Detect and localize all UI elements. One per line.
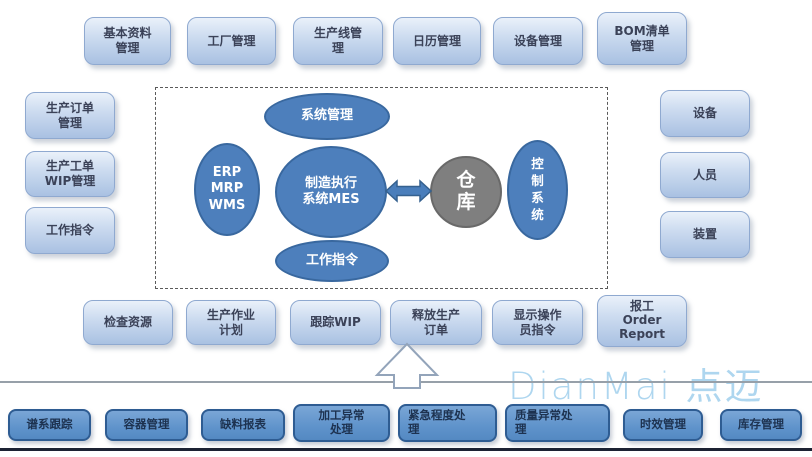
- mes-core-boundary: [155, 87, 608, 289]
- bar-shortage-report: 缺料报表: [201, 409, 285, 441]
- ellipse-work-instruction: 工作指令: [275, 240, 389, 282]
- node-report-order: 报工 Order Report: [597, 295, 687, 347]
- node-track-wip: 跟踪WIP: [290, 300, 381, 345]
- node-work-instruction-left: 工作指令: [25, 207, 115, 254]
- node-release-production-order: 释放生产 订单: [390, 300, 482, 345]
- watermark: DianMai 点迈: [508, 365, 764, 408]
- node-production-order-mgmt: 生产订单 管理: [25, 92, 115, 139]
- node-basic-data-mgmt: 基本资料 管理: [84, 17, 171, 65]
- node-factory-mgmt: 工厂管理: [187, 17, 276, 65]
- node-bom-list-mgmt: BOM清单 管理: [597, 12, 687, 65]
- bar-container-mgmt: 容器管理: [105, 409, 188, 441]
- bar-aging-mgmt: 时效管理: [623, 409, 703, 441]
- circle-warehouse: 仓 库: [430, 156, 502, 228]
- node-check-resources: 检查资源: [83, 300, 173, 345]
- bar-pedigree-tracking: 谱系跟踪: [8, 409, 91, 441]
- node-equipment-mgmt: 设备管理: [493, 17, 583, 65]
- double-arrow-icon: [385, 179, 432, 203]
- ellipse-system-mgmt: 系统管理: [264, 93, 390, 140]
- node-personnel: 人员: [660, 152, 750, 198]
- up-arrow-icon: [374, 342, 440, 389]
- ellipse-mes: 制造执行 系统MES: [275, 146, 387, 238]
- node-production-wip-mgmt: 生产工单 WIP管理: [25, 151, 115, 197]
- node-production-line-mgmt: 生产线管 理: [293, 17, 383, 65]
- bar-urgency-handling: 紧急程度处 理: [398, 404, 497, 442]
- node-calendar-mgmt: 日历管理: [393, 17, 481, 65]
- bar-quality-exception: 质量异常处 理: [505, 404, 610, 442]
- bar-inventory-mgmt: 库存管理: [720, 409, 802, 441]
- bottom-border-line: [0, 448, 812, 451]
- bar-processing-exception: 加工异常 处理: [293, 404, 390, 442]
- node-device: 装置: [660, 211, 750, 258]
- ellipse-erp-mrp-wms: ERP MRP WMS: [194, 143, 260, 236]
- node-equipment: 设备: [660, 90, 750, 137]
- node-display-operator-instructions: 显示操作 员指令: [492, 300, 583, 345]
- node-production-job-plan: 生产作业 计划: [186, 300, 276, 345]
- ellipse-control-system: 控 制 系 统: [507, 140, 568, 240]
